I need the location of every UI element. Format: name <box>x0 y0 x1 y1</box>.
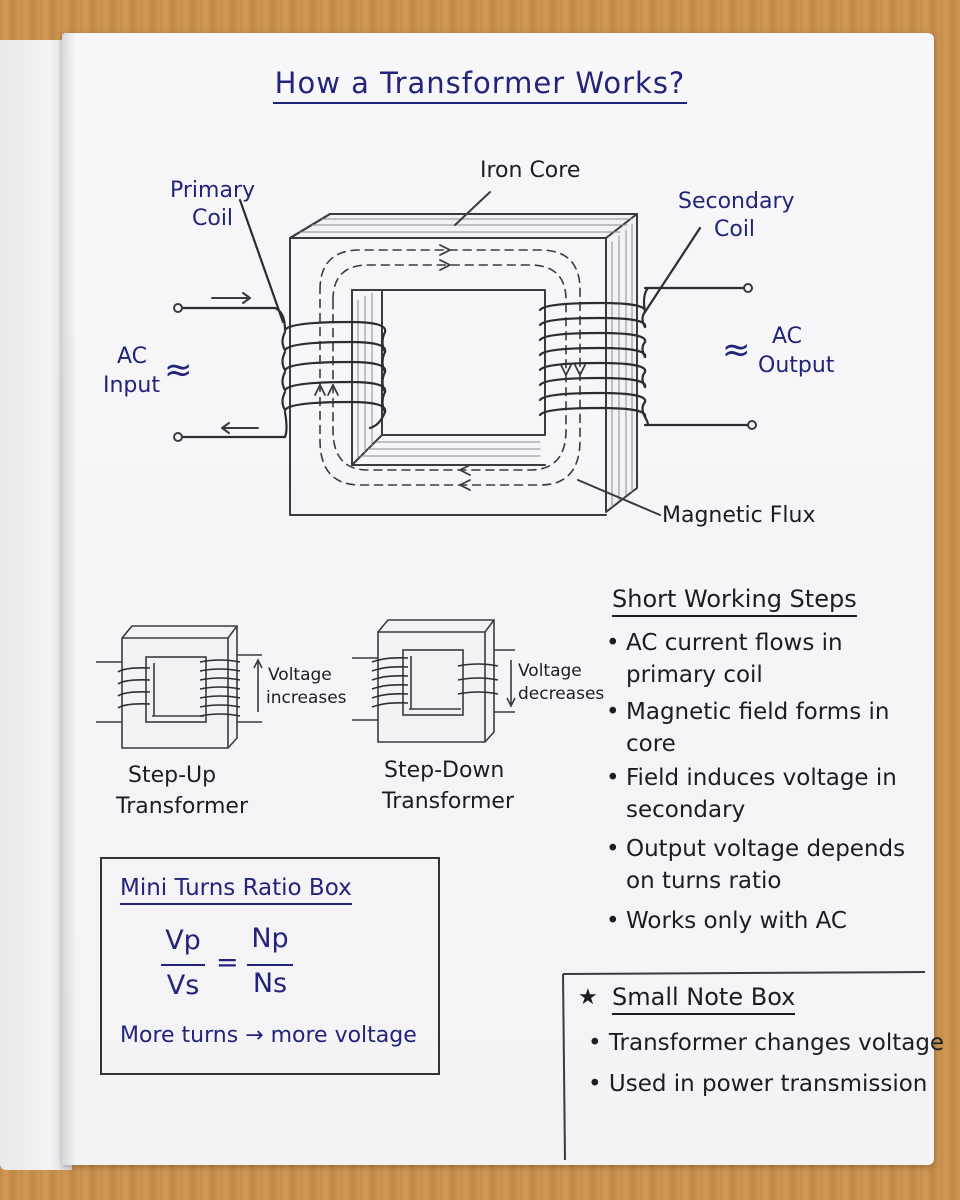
left-page-edge <box>0 40 72 1170</box>
note-item-2: • Used in power transmission <box>588 1071 928 1097</box>
magnetic-flux-label: Magnetic Flux <box>662 503 816 528</box>
turns-ratio-title: Mini Turns Ratio Box <box>120 875 352 905</box>
step-up-voltage-label-line2: increases <box>266 688 347 708</box>
turns-ratio-box <box>100 857 440 1075</box>
primary-coil-drawing <box>178 198 387 439</box>
working-step-5: •Works only with AC <box>606 908 847 934</box>
vs-symbol: Vs <box>166 970 200 1001</box>
star-icon: ★ <box>578 985 598 1010</box>
secondary-coil-label-line1: Secondary <box>678 189 795 214</box>
ac-input-tilde-icon: ≈ <box>164 350 193 390</box>
working-step-3: •Field induces voltage in secondary <box>606 765 897 823</box>
ac-input-label-line2: Input <box>103 373 160 398</box>
step-up-name-line1: Step-Up <box>128 763 217 788</box>
working-step-1: •AC current flows in primary coil <box>606 630 843 688</box>
primary-coil-label-line1: Primary <box>170 178 256 203</box>
secondary-coil-drawing <box>538 226 752 427</box>
step-up-name-line2: Transformer <box>116 794 249 819</box>
ns-symbol: Ns <box>252 968 288 999</box>
step-down-transformer-drawing <box>352 619 516 743</box>
right-fraction-bar <box>247 964 293 966</box>
iron-core-drawing <box>289 191 661 516</box>
step-down-name-line1: Step-Down <box>384 758 505 783</box>
working-steps-title: Short Working Steps <box>612 585 857 617</box>
step-down-name-line2: Transformer <box>382 789 515 814</box>
step-up-voltage-label-line1: Voltage <box>268 665 332 685</box>
note-box-title: Small Note Box <box>612 983 796 1015</box>
vp-symbol: Vp <box>165 925 201 956</box>
step-down-voltage-label-line1: Voltage <box>518 661 582 681</box>
working-step-4: •Output voltage depends on turns ratio <box>606 836 906 894</box>
iron-core-label: Iron Core <box>480 158 581 183</box>
ac-output-tilde-icon: ≈ <box>722 330 751 370</box>
page-title: How a Transformer Works? <box>0 66 960 104</box>
equals-sign: = <box>216 947 239 978</box>
secondary-coil-label-line2: Coil <box>714 217 756 242</box>
ac-input-label-line1: AC <box>117 344 148 369</box>
step-down-voltage-label-line2: decreases <box>518 684 605 704</box>
turns-ratio-note: More turns → more voltage <box>120 1023 417 1048</box>
magnetic-flux-loops <box>319 249 581 486</box>
np-symbol: Np <box>251 923 289 954</box>
step-up-transformer-drawing <box>96 625 263 749</box>
note-item-1: • Transformer changes voltage <box>588 1030 945 1056</box>
left-fraction-bar <box>161 964 205 966</box>
flux-arrows <box>314 244 586 491</box>
working-step-2: •Magnetic field forms in core <box>606 699 890 757</box>
page-spine-shadow <box>62 33 76 1165</box>
ac-output-label-line2: Output <box>758 353 835 378</box>
ac-output-label-line1: AC <box>772 324 803 349</box>
primary-coil-label-line2: Coil <box>192 206 234 231</box>
note-box-border <box>562 971 926 1161</box>
